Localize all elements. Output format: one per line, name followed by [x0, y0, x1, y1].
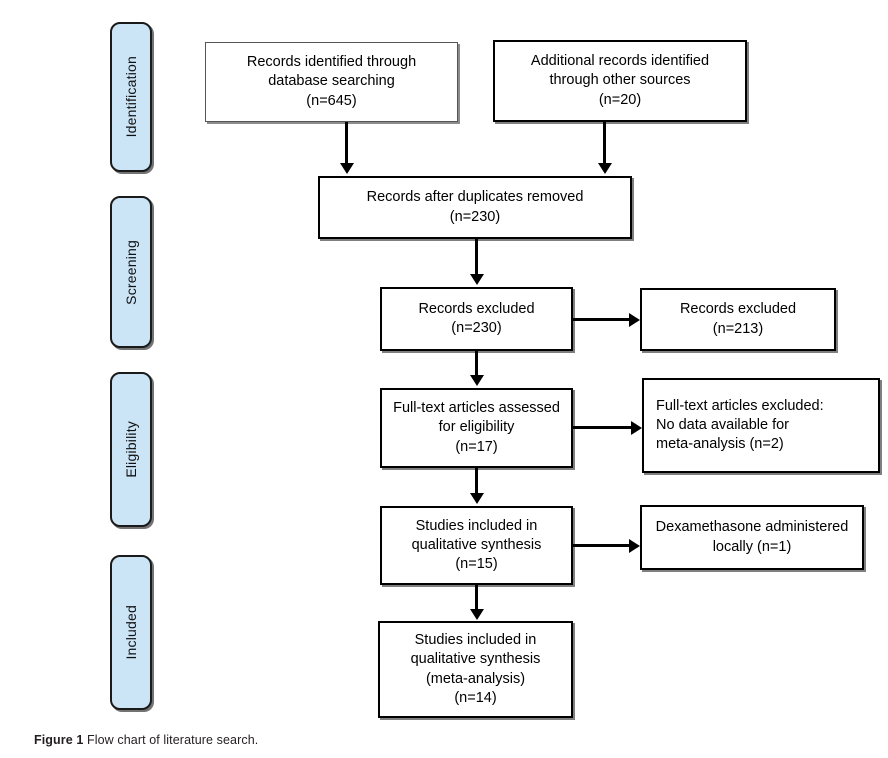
connector-duplicates-to-screened-arrow	[470, 274, 484, 285]
box-dexamethasone-local: Dexamethasone administered locally (n=1)	[640, 505, 864, 570]
connector-qualitative-to-dexamethasone-line	[573, 544, 631, 547]
box-additional-records-other-sources-text: Additional records identified through ot…	[530, 53, 710, 108]
connector-qualitative-to-meta-arrow	[470, 609, 484, 620]
connector-other-sources-to-duplicates-line	[603, 122, 606, 165]
box-records-screened-text: Records excluded (n=230)	[418, 300, 535, 336]
box-fulltext-assessed-text: Full-text articles assessed for eligibil…	[393, 400, 560, 455]
connector-screened-to-fulltext-arrow	[470, 375, 484, 386]
box-records-after-duplicates-removed: Records after duplicates removed (n=230)	[318, 176, 632, 239]
stage-label-included: Included	[110, 555, 152, 710]
connector-database-to-duplicates-line	[345, 122, 348, 165]
box-records-excluded: Records excluded (n=213)	[640, 288, 836, 351]
connector-fulltext-to-qualitative-arrow	[470, 493, 484, 504]
box-qualitative-synthesis: Studies included in qualitative synthesi…	[380, 506, 573, 585]
connector-database-to-duplicates-arrow	[340, 163, 354, 174]
box-records-excluded-text: Records excluded (n=213)	[679, 301, 797, 337]
box-records-identified-database-text: Records identified through database sear…	[246, 54, 417, 109]
box-meta-analysis: Studies included in qualitative synthesi…	[378, 621, 573, 718]
box-qualitative-synthesis-text: Studies included in qualitative synthesi…	[411, 517, 542, 573]
connector-fulltext-to-excluded-arrow	[631, 421, 642, 435]
connector-fulltext-to-excluded-line	[573, 426, 633, 429]
connector-duplicates-to-screened-line	[475, 239, 478, 276]
box-records-after-duplicates-removed-text: Records after duplicates removed (n=230)	[366, 189, 584, 225]
box-fulltext-assessed: Full-text articles assessed for eligibil…	[380, 388, 573, 468]
box-fulltext-excluded-text: Full-text articles excluded: No data ava…	[656, 397, 824, 453]
figure-caption: Figure 1 Flow chart of literature search…	[34, 733, 258, 747]
box-records-identified-database: Records identified through database sear…	[205, 42, 458, 122]
connector-qualitative-to-meta-line	[475, 585, 478, 611]
box-meta-analysis-text: Studies included in qualitative synthesi…	[410, 632, 541, 706]
box-additional-records-other-sources: Additional records identified through ot…	[493, 40, 747, 122]
connector-screened-to-fulltext-line	[475, 351, 478, 377]
stage-label-eligibility: Eligibility	[110, 372, 152, 527]
box-dexamethasone-local-text: Dexamethasone administered locally (n=1)	[655, 519, 849, 555]
stage-label-screening: Screening	[110, 196, 152, 348]
connector-screened-to-excluded-line	[573, 318, 631, 321]
box-fulltext-excluded: Full-text articles excluded: No data ava…	[642, 378, 880, 473]
connector-other-sources-to-duplicates-arrow	[598, 163, 612, 174]
stage-label-identification-text: Identification	[123, 56, 139, 138]
box-records-screened: Records excluded (n=230)	[380, 287, 573, 351]
figure-caption-label: Figure 1	[34, 733, 84, 747]
stage-label-identification: Identification	[110, 22, 152, 172]
connector-fulltext-to-qualitative-line	[475, 468, 478, 495]
stage-label-included-text: Included	[123, 605, 139, 660]
connector-qualitative-to-dexamethasone-arrow	[629, 539, 640, 553]
figure-caption-text: Flow chart of literature search.	[87, 733, 259, 747]
connector-screened-to-excluded-arrow	[629, 313, 640, 327]
stage-label-screening-text: Screening	[123, 239, 139, 305]
stage-label-eligibility-text: Eligibility	[123, 421, 139, 478]
